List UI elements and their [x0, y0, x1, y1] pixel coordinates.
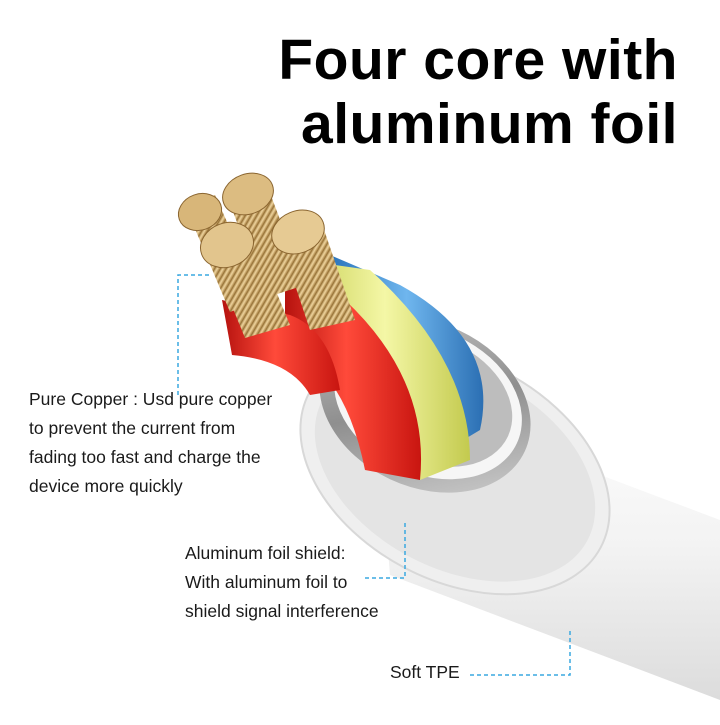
copper-strands	[177, 172, 355, 338]
copper-callout-line: fading too fast and charge the	[29, 447, 261, 467]
tpe-leader-line	[470, 630, 571, 676]
copper-callout-line: Pure Copper : Usd pure copper	[29, 389, 273, 409]
page-title: Four core with aluminum foil	[248, 28, 678, 156]
title-line-1: Four core with	[278, 28, 678, 92]
foil-callout-line: shield signal interference	[185, 601, 379, 621]
copper-callout-line: to prevent the current from	[29, 418, 236, 438]
copper-callout-line: device more quickly	[29, 476, 183, 496]
copper-leader-line	[177, 274, 212, 395]
title-line-2: aluminum foil	[301, 92, 678, 156]
copper-callout: Pure Copper : Usd pure copper to prevent…	[29, 385, 319, 501]
red-core-front	[285, 280, 422, 480]
tpe-callout: Soft TPE	[390, 658, 490, 687]
tpe-callout-line: Soft TPE	[390, 662, 460, 682]
foil-callout-line: With aluminum foil to	[185, 572, 348, 592]
callout-leader-lines	[177, 274, 571, 676]
foil-callout: Aluminum foil shield: With aluminum foil…	[185, 539, 415, 626]
foil-callout-line: Aluminum foil shield:	[185, 543, 346, 563]
foil-leader-line	[365, 520, 406, 579]
